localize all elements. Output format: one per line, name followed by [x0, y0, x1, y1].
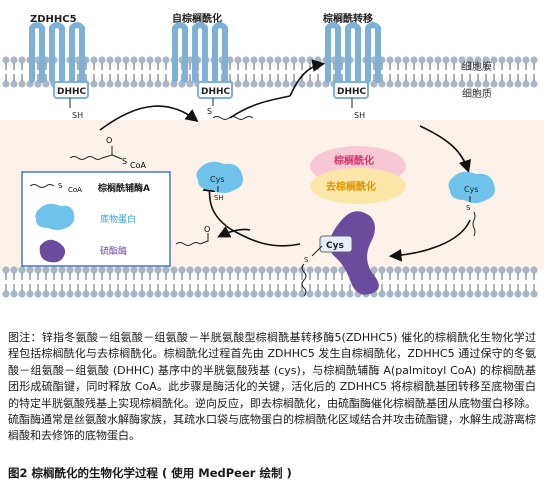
legend: S CoA 棕榈酰辅酶A 底物蛋白 硫酯酶	[21, 171, 171, 267]
membrane-label: 细胞膜	[462, 60, 492, 73]
palm-text: 棕榈酰化	[333, 154, 374, 167]
zdhhc5-transfer: DHHC SH	[325, 22, 381, 120]
legend-palm-text: 棕榈酰辅酶A	[97, 182, 150, 194]
s-reactant: S	[122, 157, 127, 166]
sh-sub: SH	[214, 194, 224, 202]
zdhhc5-label: ZDHHC5	[30, 14, 77, 25]
zdhhc5-enzyme: DHHC SH	[29, 22, 89, 120]
bottom-membrane	[2, 266, 538, 298]
cys-thio: Cys	[326, 241, 344, 251]
dhhc-motif-2: DHHC	[201, 87, 231, 97]
arrow-back	[202, 178, 301, 247]
substrate-palmitoylated: Cys S	[448, 171, 495, 237]
arrow-release	[229, 95, 291, 119]
legend-coa: CoA	[68, 186, 82, 194]
arrow-release-palmitate	[217, 225, 251, 238]
figure-label: 图2 棕榈酰化的生物化学过程 ( 使用 MedPeer 绘制 )	[8, 466, 292, 480]
figure-caption: 图注：锌指冬氨酸－组氨酸－组氨酸－半胱氨酸型棕榈酰基转移酶5(ZDHHC5) 催…	[8, 331, 536, 443]
sh-1: SH	[72, 111, 83, 120]
o-atom-2: O	[204, 225, 210, 234]
o-atom-1: O	[106, 136, 112, 145]
zdhhc5-autopalm: DHHC S	[172, 22, 254, 120]
depalm-text: 去棕榈酰化	[326, 180, 376, 193]
palmitoyl-coa-reactant: O S CoA	[69, 136, 146, 170]
arrow-autopalm	[99, 105, 199, 131]
cys-1: Cys	[210, 175, 225, 184]
legend-substrate-icon	[35, 203, 75, 230]
s-sub: S	[466, 204, 471, 212]
cytoplasm-label: 细胞质	[462, 87, 492, 100]
cys-2: Cys	[464, 185, 479, 194]
legend-thio-icon	[39, 239, 66, 263]
legend-palm-icon	[29, 184, 55, 188]
legend-thio-text: 硫酯酶	[100, 245, 127, 257]
thioesterase-complex: Cys S	[301, 211, 379, 297]
arrow-depalm	[388, 219, 471, 262]
sh-3: SH	[354, 111, 365, 120]
dhhc-motif-1: DHHC	[57, 87, 87, 97]
substrate-unmodified: Cys SH	[196, 161, 243, 202]
depalm-ellipse	[310, 168, 406, 204]
s-2: S	[207, 107, 212, 116]
legend-s: S	[58, 182, 63, 190]
autopalm-label: 自棕榈酰化	[172, 12, 222, 25]
dhhc-motif-3: DHHC	[337, 87, 367, 97]
free-palmitate: O	[175, 225, 210, 246]
s-thio: S	[304, 256, 309, 264]
arrow-transfer	[289, 59, 326, 97]
legend-substrate-text: 底物蛋白	[100, 213, 136, 225]
arrow-to-substrate	[419, 125, 472, 174]
coa-reactant: CoA	[130, 161, 146, 170]
transfer-label: 棕榈酰转移	[322, 12, 373, 25]
